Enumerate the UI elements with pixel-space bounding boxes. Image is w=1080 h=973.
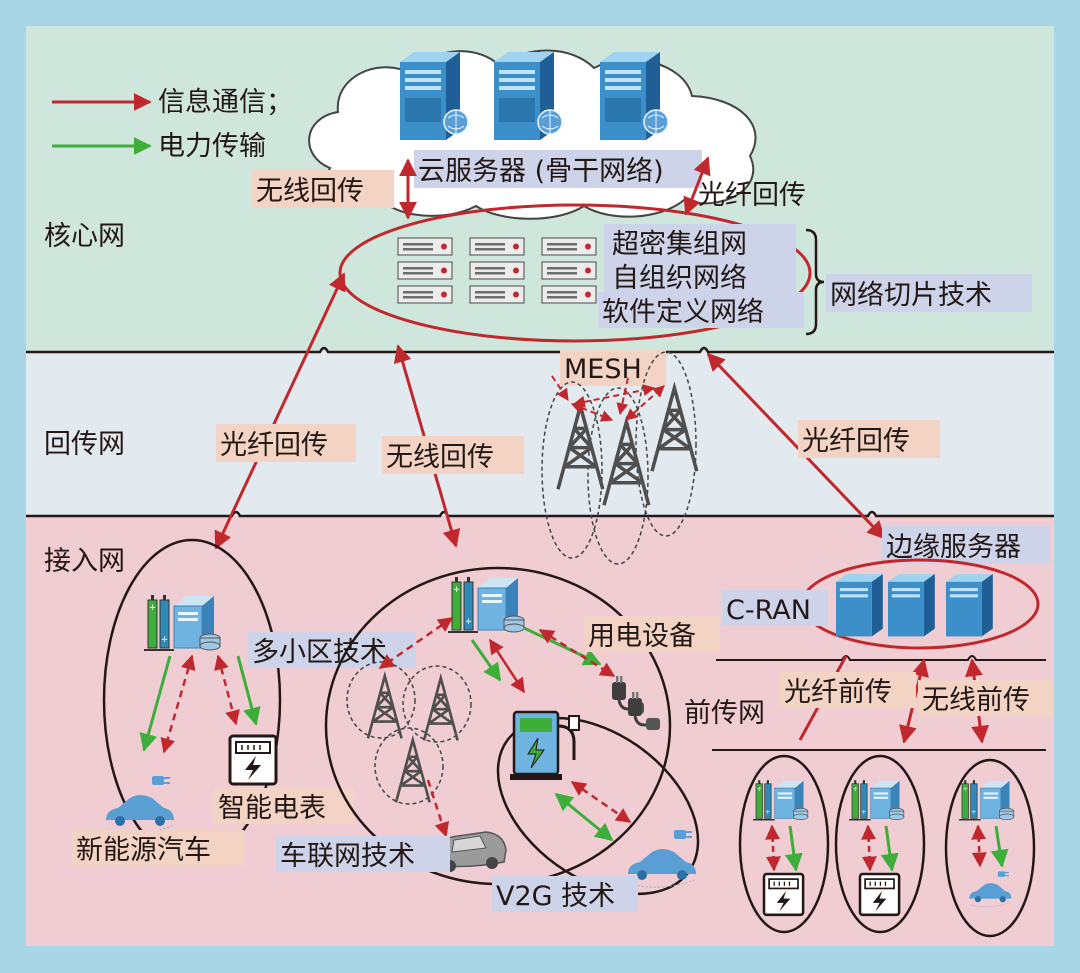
fronthaul-net-label: 前传网: [684, 698, 765, 729]
legend-power-label: 电力传输: [158, 131, 266, 162]
edge-computing-station-icon-middle: [447, 576, 525, 633]
access-cluster-br-3: [944, 758, 1036, 938]
wireless-fronthaul-tag: [918, 680, 1054, 716]
mesh-label: MESH: [564, 354, 642, 385]
network-slicing-label: 网络切片技术: [830, 280, 992, 311]
layer-label-access: 接入网: [44, 546, 125, 577]
v2g-label: V2G 技术: [496, 881, 615, 912]
cloud-fiber-link: [683, 156, 711, 216]
cloud-server-icon-2: [493, 51, 563, 141]
smart-meter-icon-left: [228, 734, 278, 786]
edge-computing-station-icon-br-2: [848, 779, 905, 821]
power-device-tag: [584, 616, 720, 652]
tech-ultra-dense-label: 超密集组网: [612, 229, 747, 260]
mesh-cell-1: [541, 381, 603, 559]
fiber-fronthaul-label: 光纤前传: [784, 677, 892, 708]
backhaul-wireless-label: 无线回传: [386, 442, 494, 473]
backhaul-fiber-label-left: 光纤回传: [220, 430, 328, 461]
iov-label: 车联网技术: [280, 841, 415, 872]
ev-tag: [72, 830, 244, 866]
legend-info-label: 信息通信；: [158, 87, 293, 118]
layer-label-backhaul: 回传网: [44, 429, 125, 460]
legend: 信息通信； 电力传输: [52, 87, 293, 162]
edge-server-tag: [882, 526, 1050, 564]
wireless-fronthaul-label: 无线前传: [922, 685, 1030, 716]
small-cell-3: [374, 727, 444, 805]
edge-server-icon-2: [888, 574, 935, 637]
tech-tag-3: [598, 292, 804, 328]
edge-server-icon-3: [946, 574, 993, 637]
edge-server-icon-1: [836, 574, 883, 637]
edge-computing-station-icon-br-1: [752, 779, 809, 821]
cloud-server-icon-3: [599, 51, 669, 141]
edge-computing-station-icon-left: [143, 594, 221, 651]
core-wireless-tag: [252, 170, 394, 208]
core-wireless-backhaul-label: 无线回传: [256, 176, 364, 207]
middle-cluster-links: [378, 616, 616, 838]
cloud-server-label: 云服务器 (骨干网络): [418, 156, 664, 187]
backhaul-fiber-link-left: [214, 272, 346, 550]
edge-computing-station-icon-br-3: [958, 779, 1015, 821]
iov-tag: [276, 836, 450, 872]
core-fiber-backhaul-label: 光纤回传: [698, 180, 806, 211]
cran-label: C-RAN: [726, 595, 811, 626]
v2g-tag: [492, 876, 638, 912]
tech-tag-2: [604, 258, 796, 294]
br-cluster-links: [765, 824, 1009, 872]
smart-meter-icon-br-2: [858, 872, 901, 917]
backhaul-wireless-tag: [382, 436, 524, 474]
edge-server-label: 边缘服务器: [886, 532, 1021, 563]
backhaul-fiber-tag-left: [216, 424, 356, 462]
backhaul-fiber-link-right: [706, 352, 886, 540]
ev-label: 新能源汽车: [76, 835, 211, 866]
cran-tag: [722, 590, 828, 626]
backhaul-fiber-tag-right: [798, 420, 940, 458]
multi-cell-label: 多小区技术: [252, 637, 387, 668]
power-device-label: 用电设备: [588, 621, 696, 652]
slicing-tag: [826, 274, 1032, 312]
cloud-server-icon-1: [399, 51, 469, 141]
smart-meter-tag: [214, 788, 354, 824]
smart-meter-label: 智能电表: [218, 793, 326, 824]
cloud-label-tag: [414, 150, 702, 188]
tech-tag-1: [604, 224, 796, 260]
fiber-fronthaul-tag: [780, 672, 916, 708]
core-rack-servers: [397, 237, 597, 304]
tech-self-org-label: 自组织网络: [612, 263, 747, 294]
left-cluster-links: [139, 654, 261, 754]
slicing-brace: [805, 228, 825, 336]
backhaul-fiber-label-right: 光纤回传: [802, 426, 910, 457]
smart-meter-icon-br-1: [762, 872, 805, 917]
tech-sdn-label: 软件定义网络: [602, 297, 764, 328]
mesh-links: [551, 375, 665, 422]
access-cluster-br-1: [738, 754, 830, 934]
mesh-cell-3: [635, 351, 697, 537]
layer-label-core: 核心网: [44, 221, 125, 252]
access-cluster-br-2: [834, 754, 926, 934]
